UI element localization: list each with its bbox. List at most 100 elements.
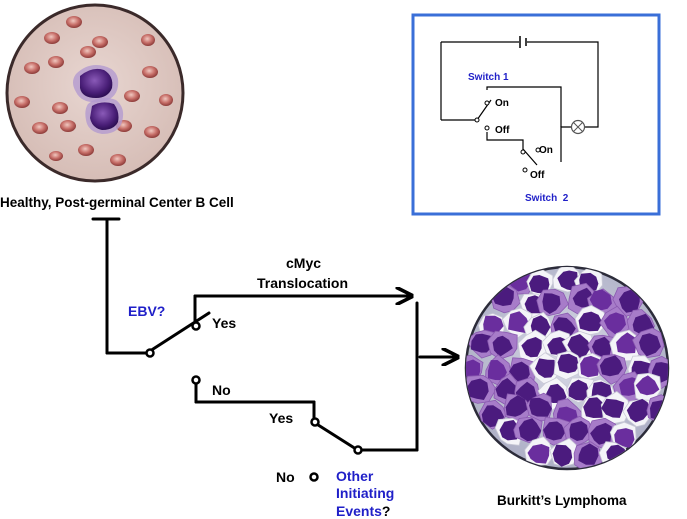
- lymphoma-cell-nucleus: [599, 355, 623, 377]
- rbc: [52, 102, 68, 114]
- lymphoma-cell-nucleus: [590, 422, 612, 445]
- lymphoma-caption: Burkitt’s Lymphoma: [497, 493, 627, 508]
- lymphoma-cell-nucleus: [583, 397, 604, 418]
- lymphoma-cell-nucleus: [535, 358, 556, 378]
- ebv-label: EBV?: [128, 303, 165, 319]
- lymphoma-cell-nucleus: [499, 420, 520, 441]
- rbc: [124, 90, 140, 102]
- rbc: [49, 151, 63, 161]
- rbc: [78, 144, 94, 156]
- switch-2-off-label: Off: [530, 170, 545, 181]
- lymphoma-cell-nucleus: [578, 443, 599, 465]
- lymphoma-cell-nucleus: [578, 311, 603, 332]
- lymphoma-cell-nucleus: [529, 397, 552, 417]
- lymphoma-cell-nucleus: [635, 375, 660, 396]
- rbc: [80, 46, 96, 58]
- ebv-switch-lever: [148, 311, 211, 353]
- circuit-wires: [440, 41, 599, 166]
- lymphoma-cell-nucleus: [601, 398, 625, 418]
- rbc: [92, 36, 108, 48]
- rbc: [32, 122, 48, 134]
- lymphoma-cell-nucleus: [552, 444, 573, 467]
- ebv-pivot-contact: [145, 348, 155, 358]
- rbc: [60, 120, 76, 132]
- rbc: [141, 34, 155, 46]
- healthy-cell-caption: Healthy, Post-germinal Center B Cell: [0, 195, 234, 210]
- switch-2-on-label: On: [539, 145, 553, 156]
- lymphoma-cell-nucleus: [543, 421, 566, 441]
- lymphoma-cell-nucleus: [589, 289, 612, 311]
- no-lower-contact: [309, 472, 319, 482]
- lymphoma-cell-nucleus: [591, 336, 612, 358]
- no-upper-contact: [191, 375, 201, 385]
- events-label: Events?: [336, 503, 390, 519]
- lymphoma-cell-nucleus: [580, 355, 600, 378]
- other-switch-lever: [313, 421, 358, 451]
- no-upper-label: No: [212, 382, 231, 398]
- switch-1-label: Switch 1: [468, 72, 509, 83]
- events-question-mark: ?: [382, 503, 391, 519]
- translocation-label: Translocation: [257, 275, 348, 291]
- lymphoma-cell-nucleus: [614, 428, 635, 449]
- rbc: [14, 96, 30, 108]
- rbc: [142, 66, 158, 78]
- lymphoma-cell-nucleus: [542, 293, 561, 314]
- lymphoma-cell-nucleus: [470, 333, 494, 353]
- lymphoma-cell-nucleus: [529, 275, 550, 294]
- lymphoma-cell-nucleus: [467, 378, 489, 400]
- rbc: [110, 154, 126, 166]
- b-cell-nucleus: [80, 68, 113, 98]
- inset-border: [411, 13, 661, 216]
- rbc: [24, 62, 40, 74]
- lymphoma-cell-nucleus: [466, 359, 481, 379]
- lymphoma-cell-nucleus: [557, 270, 578, 291]
- yes-lower-label: Yes: [269, 410, 293, 426]
- rbc: [159, 94, 173, 106]
- switch-1-on-label: On: [495, 98, 509, 109]
- switch-contacts: [474, 100, 541, 173]
- rbc: [48, 56, 64, 68]
- no-lower-label: No: [276, 469, 295, 485]
- events-word: Events: [336, 503, 382, 519]
- battery-symbol: [519, 36, 527, 48]
- other-pivot-contact: [353, 445, 363, 455]
- lymphoma-cell-nucleus: [492, 335, 513, 357]
- switch-2-label: Switch 2: [525, 193, 569, 204]
- lymphoma-cell-nucleus: [557, 353, 579, 374]
- other-label: Other: [336, 468, 374, 484]
- rbc: [144, 126, 160, 138]
- lymphoma-cell-nucleus: [626, 398, 651, 423]
- lymphoma-illustration: [464, 265, 670, 471]
- lymphoma-cell-nucleus: [521, 337, 542, 358]
- lymphoma-cell-nucleus: [616, 332, 637, 354]
- lymphoma-cell-nucleus: [483, 315, 504, 335]
- pathway-contacts: [145, 321, 363, 482]
- lymphoma-cell-nucleus: [639, 333, 661, 357]
- lymphoma-cell-nucleus: [604, 312, 626, 335]
- yes-upper-label: Yes: [212, 315, 236, 331]
- rbc: [66, 16, 82, 28]
- cmyc-label: cMyc: [286, 255, 321, 271]
- yes-upper-contact: [191, 321, 201, 331]
- pathway-lines: [91, 217, 456, 452]
- lymphoma-cell-nucleus: [518, 418, 542, 442]
- lymphoma-cell-nucleus: [509, 361, 530, 385]
- healthy-cell-illustration: [5, 3, 185, 183]
- b-cell-nucleus: [90, 102, 119, 130]
- lymphoma-cell-nucleus: [568, 379, 590, 401]
- lymphoma-cell-nucleus: [567, 334, 591, 359]
- red-blood-cells: [14, 16, 173, 166]
- initiating-label: Initiating: [336, 485, 394, 501]
- lymphoma-cell-nucleus: [488, 360, 507, 381]
- switch-circuit-inset: Switch 1 On Off On Off Switch 2: [411, 13, 661, 216]
- lamp-symbol: [570, 119, 586, 135]
- rbc: [44, 32, 60, 44]
- lymphoma-cell-nucleus: [527, 444, 550, 464]
- lymphoma-cells: [466, 267, 668, 469]
- lymphoma-cell-nucleus: [569, 421, 589, 441]
- yes-lower-contact: [310, 417, 320, 427]
- switch-1-off-label: Off: [495, 125, 510, 136]
- lymphoma-cell-nucleus: [505, 395, 528, 417]
- lymphoma-cell-nucleus: [618, 289, 640, 313]
